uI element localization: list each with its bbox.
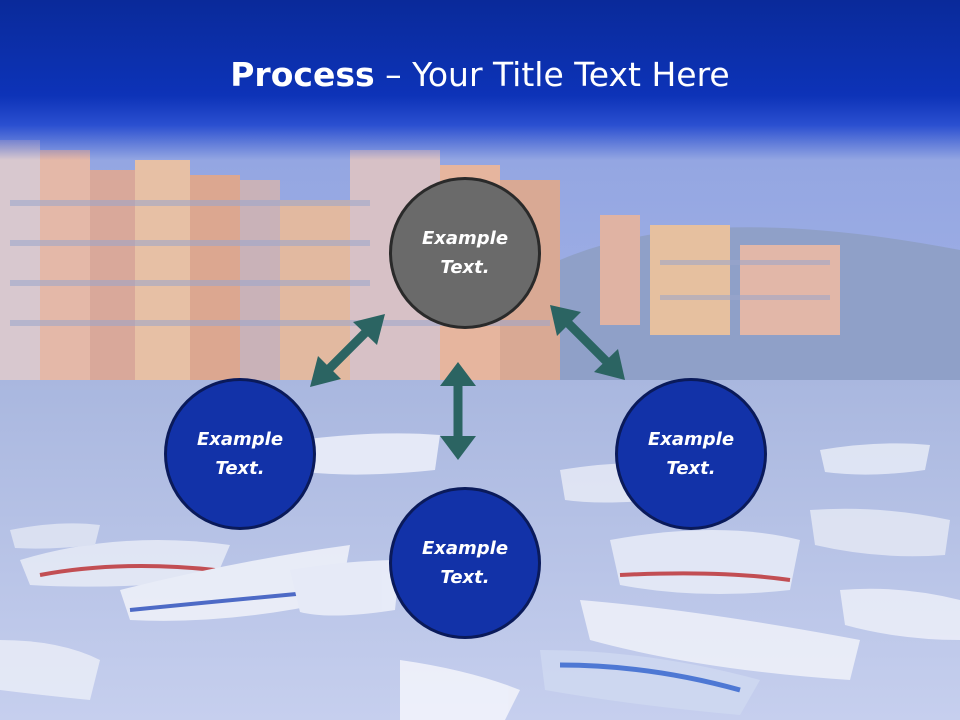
process-node-top: Example Text.: [389, 177, 541, 329]
title-rest-text: – Your Title Text Here: [374, 55, 730, 94]
slide-title: Process – Your Title Text Here: [0, 50, 960, 100]
arrow-top-right: [550, 305, 625, 380]
title-bold-text: Process: [230, 55, 375, 94]
process-node-left: Example Text.: [164, 378, 316, 530]
node-bottom-label: Example Text.: [421, 538, 509, 588]
arrow-top-left: [310, 314, 385, 387]
node-left-label: Example Text.: [196, 429, 284, 479]
title-banner: [0, 0, 960, 160]
process-node-bottom: Example Text.: [389, 487, 541, 639]
node-top-label: Example Text.: [421, 228, 509, 278]
process-node-right: Example Text.: [615, 378, 767, 530]
arrow-vertical: [440, 362, 476, 460]
node-right-label: Example Text.: [647, 429, 735, 479]
